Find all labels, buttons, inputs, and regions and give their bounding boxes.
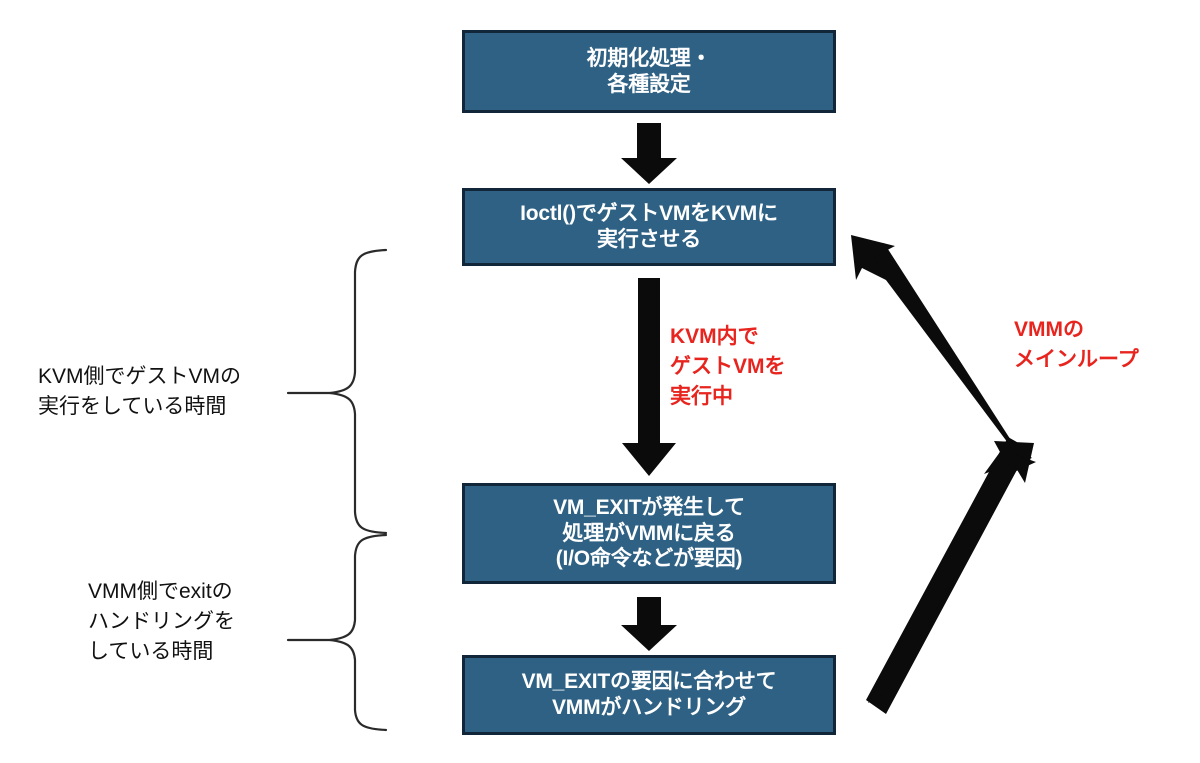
red-label-line: 実行中 — [670, 384, 733, 408]
box-line: 各種設定 — [607, 72, 691, 96]
process-box-vmm-handling: VM_EXITの要因に合わせて VMMがハンドリング — [462, 655, 836, 735]
box-line: Ioctl()でゲストVMをKVMに — [520, 202, 778, 226]
brace-vmm-side — [286, 533, 388, 732]
box-line: (I/O命令などが要因) — [555, 547, 743, 571]
arrow-vmm-main-loop — [851, 235, 1036, 714]
red-label-line: VMMの — [1014, 318, 1084, 341]
box-line: 初期化処理・ — [586, 46, 712, 70]
arrow-vmexit-to-handling — [621, 597, 677, 651]
arrow-init-to-ioctl — [621, 123, 677, 184]
annotation-line: 実行をしている時間 — [38, 394, 227, 418]
process-box-ioctl-run: Ioctl()でゲストVMをKVMに 実行させる — [462, 188, 836, 266]
box-line: 実行させる — [597, 228, 701, 251]
annotation-vmm-side: VMM側でexitの ハンドリングを している時間 — [88, 577, 235, 666]
box-line: 処理がVMMに戻る — [562, 521, 736, 545]
red-label-line: ゲストVMを — [670, 354, 786, 378]
box-line: VMMがハンドリング — [552, 696, 746, 719]
annotation-line: KVM側でゲストVMの — [38, 365, 242, 388]
annotation-line: ハンドリングを — [88, 609, 235, 633]
process-box-vmexit-occurs: VM_EXITが発生して 処理がVMMに戻る (I/O命令などが要因) — [462, 483, 836, 584]
brace-kvm-side — [286, 248, 388, 535]
box-line: VM_EXITが発生して — [553, 496, 745, 520]
red-label-line: KVM内で — [670, 325, 759, 348]
label-running-in-kvm: KVM内で ゲストVMを 実行中 — [670, 322, 786, 411]
annotation-line: VMM側でexitの — [88, 580, 233, 603]
label-vmm-main-loop: VMMの メインループ — [1014, 315, 1139, 375]
box-line: VM_EXITの要因に合わせて — [521, 670, 777, 694]
arrow-ioctl-to-vmexit — [622, 278, 676, 476]
process-box-init: 初期化処理・ 各種設定 — [462, 30, 836, 113]
annotation-kvm-side: KVM側でゲストVMの 実行をしている時間 — [38, 362, 241, 422]
annotation-line: している時間 — [88, 639, 214, 663]
red-label-line: メインループ — [1014, 347, 1139, 371]
